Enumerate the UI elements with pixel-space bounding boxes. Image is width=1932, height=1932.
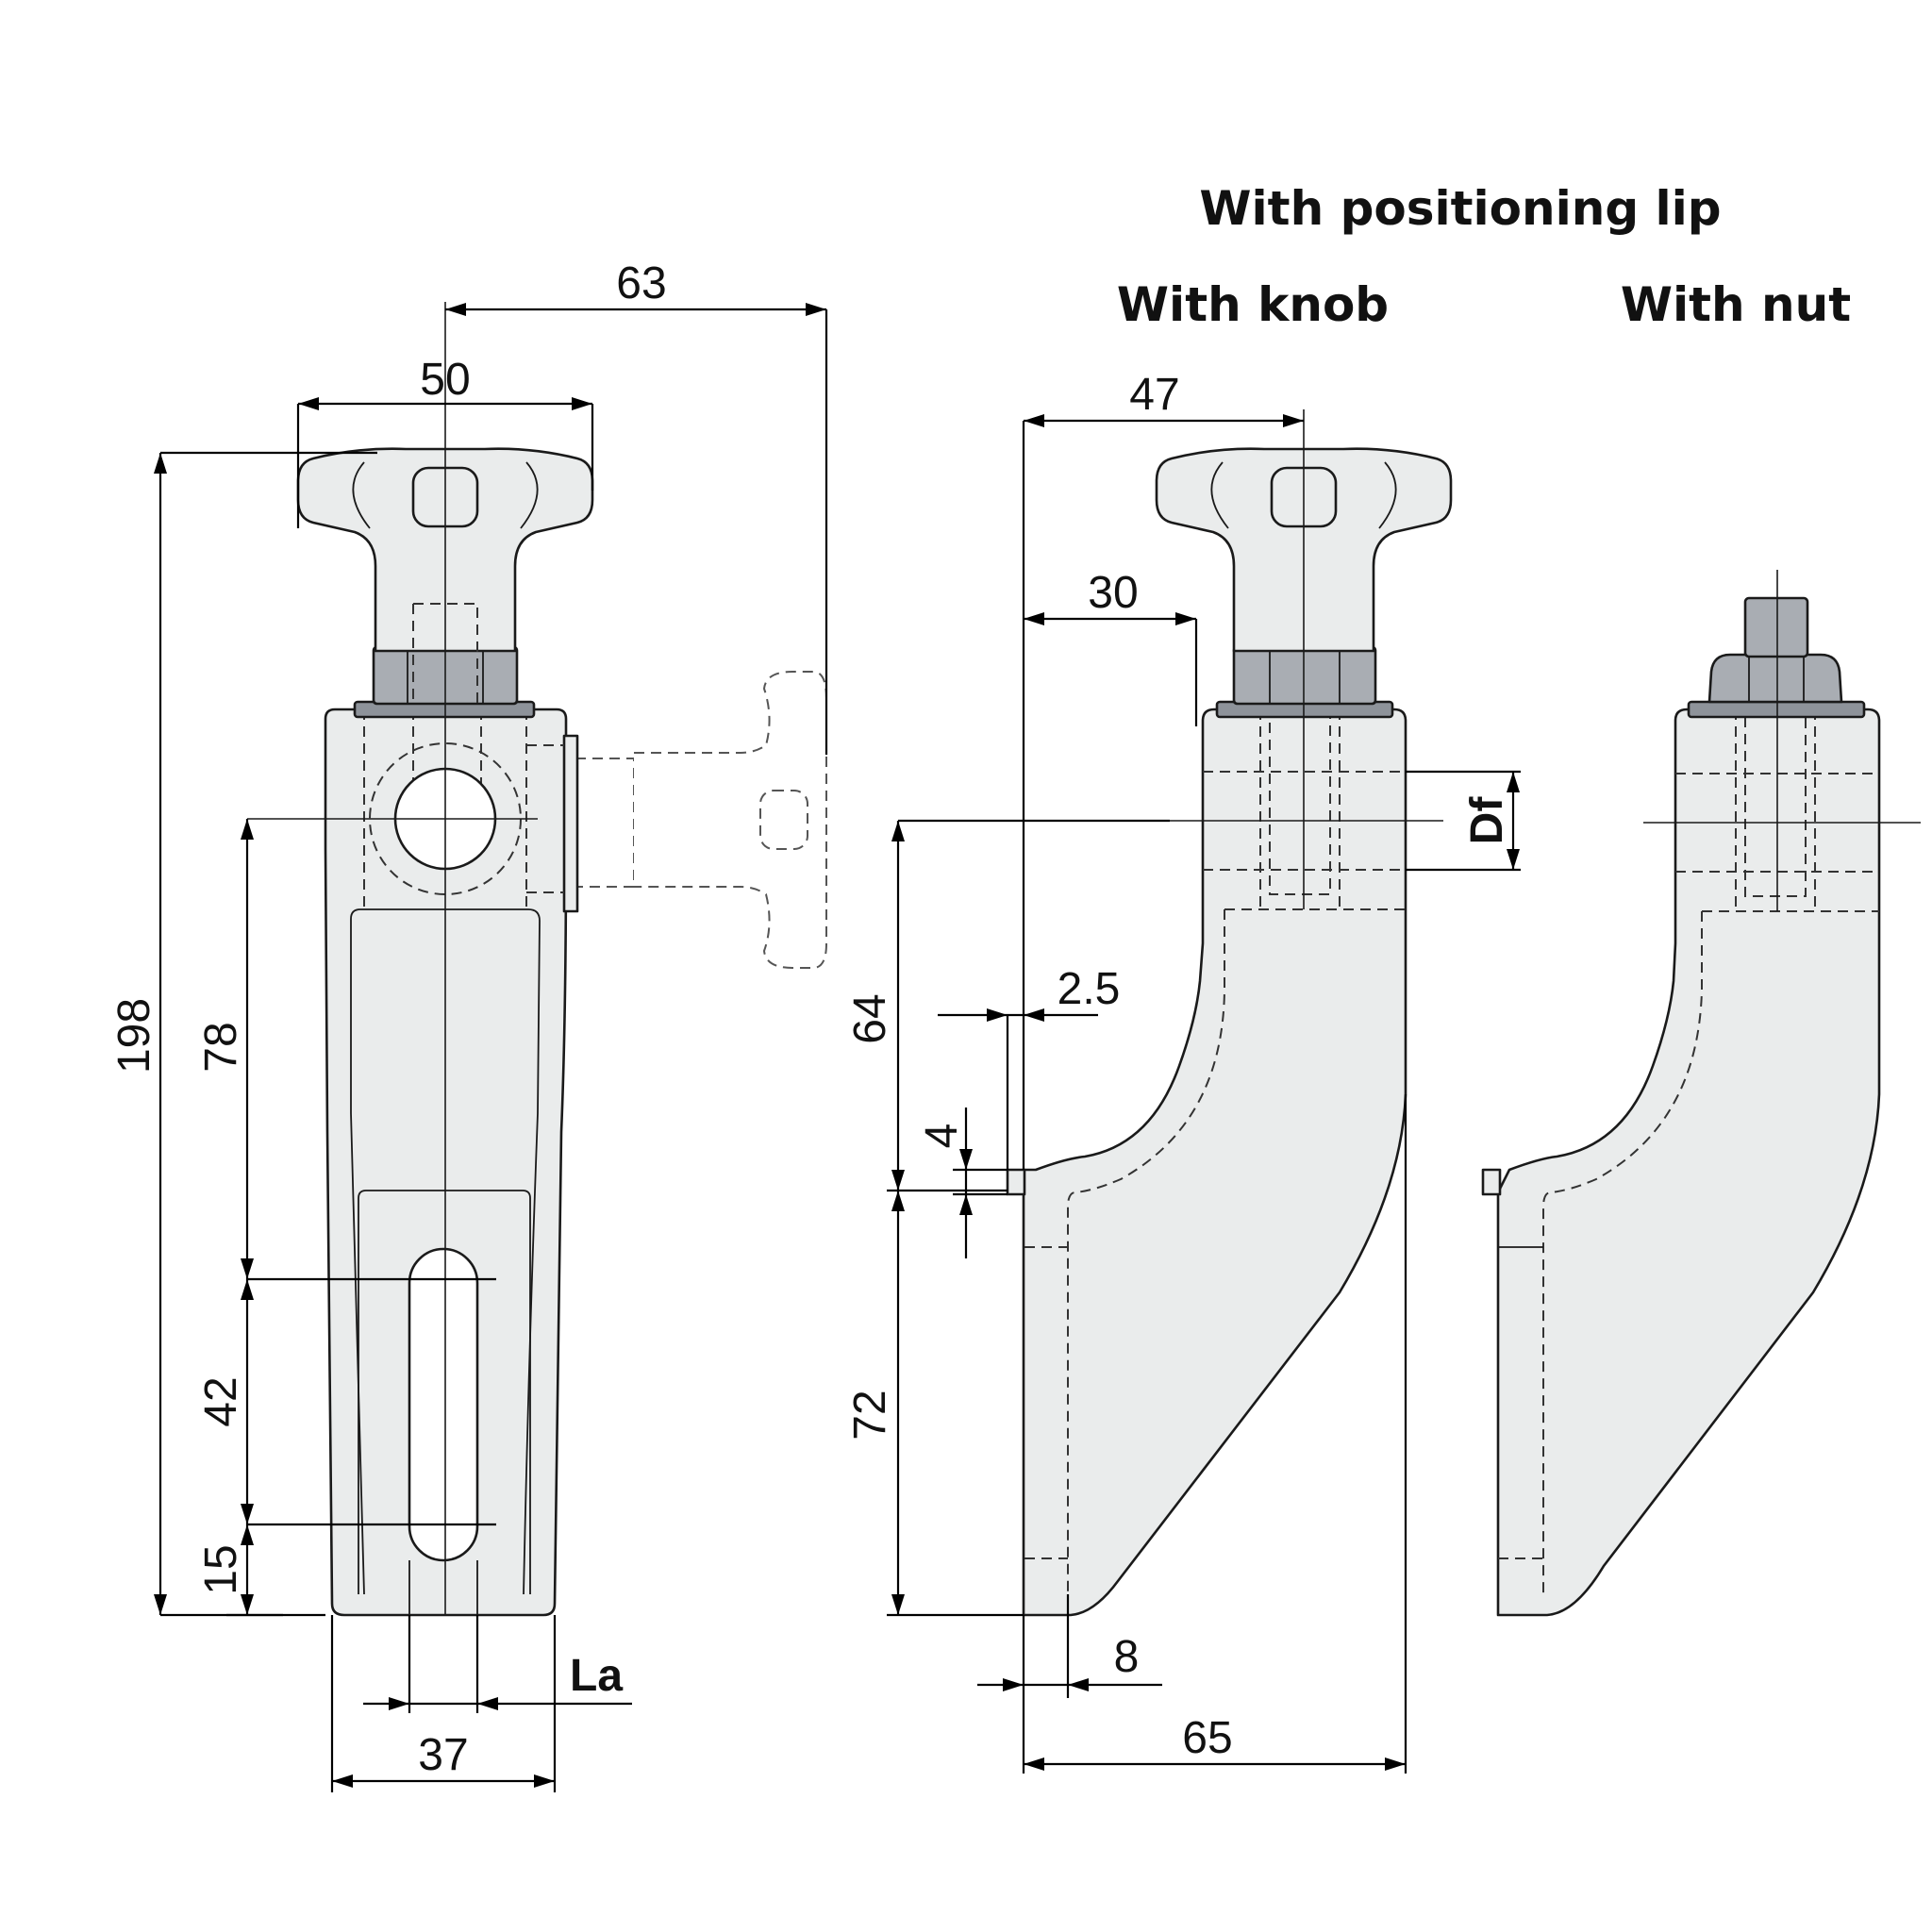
dim-72: 72 [845,1390,895,1440]
dimensions [154,303,1521,1792]
dim-15: 15 [196,1544,246,1594]
title-label: With positioning lip [1199,181,1721,236]
side-view-knob [1006,409,1453,1617]
side-body-knob [1022,708,1407,1617]
dim-df: Df [1462,796,1512,845]
side-pad [562,734,579,913]
dim-37: 37 [418,1730,468,1780]
side-view-nut [1481,570,1921,1617]
dim-50: 50 [420,355,470,405]
side-body-nut [1496,708,1881,1617]
slot [408,1247,479,1562]
nut-label: With nut [1621,277,1851,332]
dim-2-5: 2.5 [1058,964,1121,1014]
dim-la: La [570,1651,623,1701]
dim-198: 198 [109,998,159,1074]
front-view [247,302,827,1617]
dim-4: 4 [917,1124,967,1149]
dim-63: 63 [616,258,666,308]
ghost-knob [565,671,827,969]
dim-42: 42 [196,1376,246,1426]
dim-78: 78 [196,1022,246,1072]
dim-65: 65 [1182,1713,1232,1763]
dim-64: 64 [845,993,895,1043]
knob-label: With knob [1117,277,1389,332]
dim-47: 47 [1129,370,1179,420]
dim-30: 30 [1088,568,1138,618]
dim-8: 8 [1114,1632,1140,1682]
